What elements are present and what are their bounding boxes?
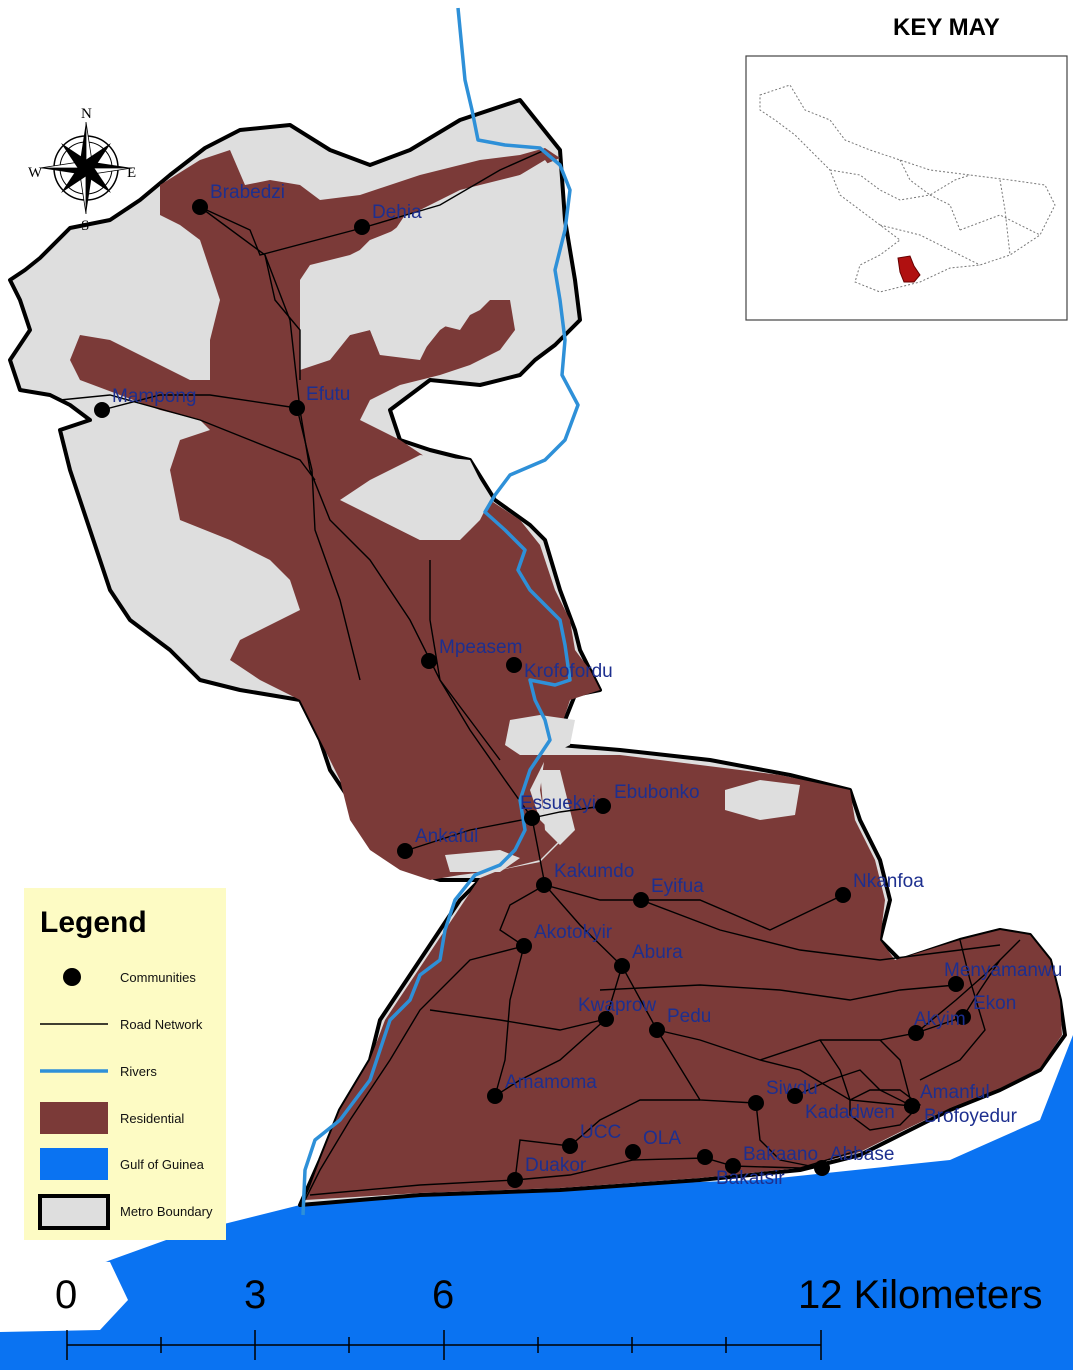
open-area <box>505 715 575 755</box>
community-label: Abbase <box>830 1144 894 1165</box>
river <box>301 7 580 1216</box>
gulf-of-guinea <box>0 1035 1073 1370</box>
community-label: Amamoma <box>505 1072 597 1093</box>
key-map-title: KEY MAY <box>893 14 1000 41</box>
community-point <box>524 810 540 826</box>
legend: Legend Communities Road Network Rivers R… <box>24 888 226 1240</box>
community-label: Kadadwen <box>805 1102 895 1123</box>
legend-communities-label: Communities <box>120 970 196 985</box>
community-label: Essuekyir <box>520 793 603 814</box>
legend-river-label: Rivers <box>120 1064 157 1079</box>
community-point <box>955 1009 971 1025</box>
community-label: Amanful <box>920 1082 990 1103</box>
community-point <box>516 938 532 954</box>
community-point <box>536 877 552 893</box>
scale-label-12: 12 Kilometers <box>798 1273 1043 1317</box>
community-label: Brabedzi <box>210 182 285 203</box>
north-arrow: N S E W <box>28 106 136 234</box>
community-point <box>289 400 305 416</box>
community-label: Brofoyedur <box>924 1106 1018 1127</box>
community-label: Kwaprow <box>578 995 656 1016</box>
legend-metro-label: Metro Boundary <box>120 1204 213 1219</box>
community-point <box>904 1098 920 1114</box>
community-point <box>354 219 370 235</box>
key-map-inset <box>759 84 1056 293</box>
community-label: Ankaful <box>415 826 478 847</box>
compass-e-label: E <box>127 165 136 181</box>
community-point <box>787 1088 803 1104</box>
legend-gulf-label: Gulf of Guinea <box>120 1157 205 1172</box>
legend-title: Legend <box>40 906 147 939</box>
community-point <box>397 843 413 859</box>
legend-communities-symbol <box>63 968 81 986</box>
open-area <box>300 160 560 370</box>
community-label: Dehia <box>372 202 422 223</box>
community-point <box>192 199 208 215</box>
compass-n-label: N <box>81 106 92 122</box>
community-label: Abura <box>632 942 683 963</box>
community-label: Pedu <box>667 1006 711 1027</box>
community-label: Siwdu <box>766 1078 818 1099</box>
community-point <box>748 1095 764 1111</box>
community-label: Mampong <box>112 386 197 407</box>
open-area <box>340 455 490 540</box>
community-point <box>908 1025 924 1041</box>
compass-w-label: W <box>28 165 43 181</box>
community-point <box>625 1144 641 1160</box>
community-label: Akotokyir <box>534 922 613 943</box>
legend-gulf-symbol <box>40 1148 108 1180</box>
community-point <box>614 958 630 974</box>
legend-residential-label: Residential <box>120 1111 184 1126</box>
community-point <box>948 976 964 992</box>
key-map-highlight <box>897 255 921 283</box>
community-point <box>835 887 851 903</box>
community-point <box>725 1158 741 1174</box>
coastal-land <box>0 1255 128 1332</box>
community-label: Bakatsir <box>716 1168 785 1189</box>
open-area <box>445 850 520 872</box>
open-area <box>345 240 385 285</box>
community-label: Bakaano <box>743 1144 818 1165</box>
community-point <box>633 892 649 908</box>
community-point <box>814 1160 830 1176</box>
community-point <box>487 1088 503 1104</box>
community-label: Ekon <box>973 993 1016 1014</box>
community-label: Ebubonko <box>614 782 700 803</box>
community-label: Mpeasem <box>439 637 522 658</box>
residential-area-north <box>70 148 600 880</box>
community-label: Akyim <box>914 1009 966 1030</box>
legend-box <box>24 888 226 1240</box>
community-label: OLA <box>643 1128 681 1149</box>
community-label: Duakor <box>525 1155 587 1176</box>
legend-metro-symbol <box>38 1194 110 1230</box>
community-label: Eyifua <box>651 876 704 897</box>
legend-residential-symbol <box>40 1102 108 1134</box>
community-point <box>649 1022 665 1038</box>
scale-label-3: 3 <box>244 1273 266 1317</box>
community-point <box>697 1149 713 1165</box>
community-label: Kakumdo <box>554 861 634 882</box>
open-area <box>540 770 575 845</box>
community-point <box>94 402 110 418</box>
community-point <box>507 1172 523 1188</box>
community-label: Krofofordu <box>524 661 613 682</box>
community-label: Menyamanwu <box>944 960 1062 981</box>
compass-s-label: S <box>81 218 89 234</box>
community-point <box>595 798 611 814</box>
scale-label-0: 0 <box>55 1273 77 1317</box>
community-point <box>598 1011 614 1027</box>
scale-label-6: 6 <box>432 1273 454 1317</box>
scale-bar: 0 3 6 12 Kilometers <box>55 1273 1043 1360</box>
community-point <box>506 657 522 673</box>
community-label: UCC <box>580 1122 621 1143</box>
community-point <box>421 653 437 669</box>
open-area <box>725 780 800 820</box>
community-point <box>562 1138 578 1154</box>
legend-road-label: Road Network <box>120 1017 203 1032</box>
community-label: Efutu <box>306 384 350 405</box>
community-label: Nkanfoa <box>853 871 924 892</box>
